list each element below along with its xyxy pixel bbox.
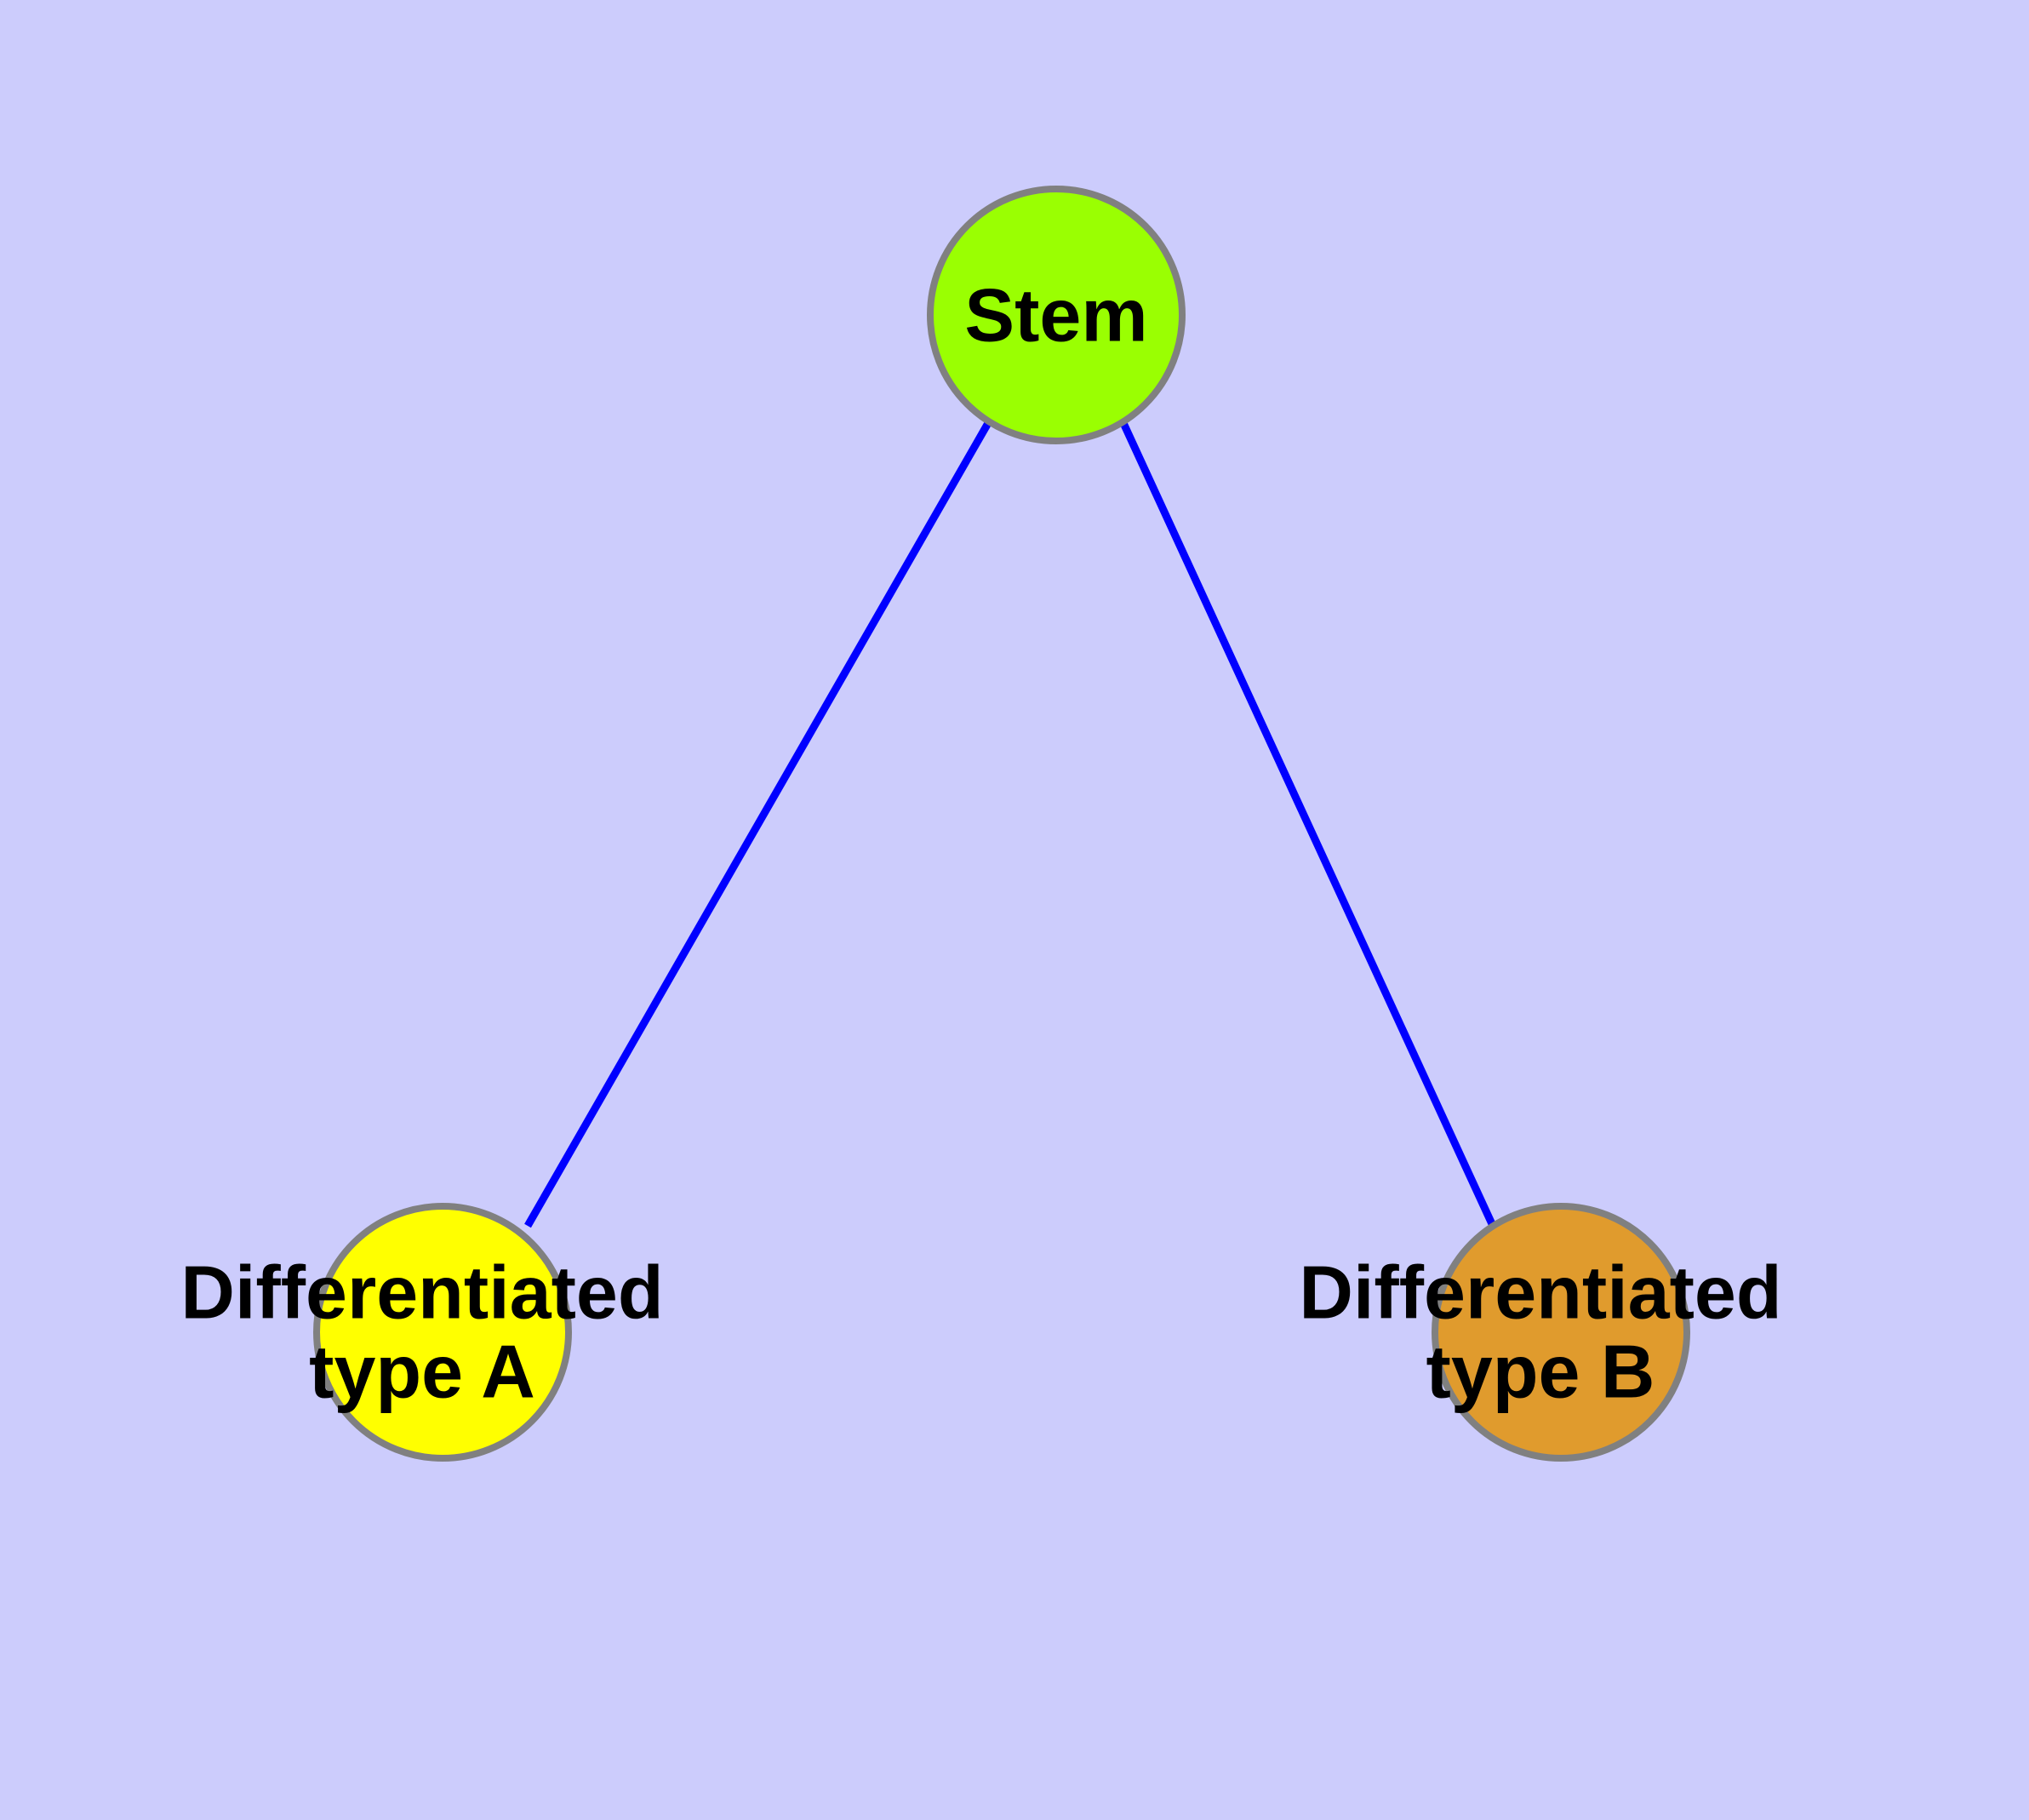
edge-stem-to-differentiated-type-b[interactable] — [1119, 421, 1497, 1228]
node-stem[interactable] — [927, 186, 1186, 444]
node-differentiated-type-a[interactable] — [313, 1203, 572, 1462]
node-differentiated-type-b[interactable] — [1432, 1203, 1690, 1462]
node-layer — [313, 186, 1690, 1462]
edge-stem-to-differentiated-type-a[interactable] — [524, 421, 992, 1228]
edge-layer — [524, 421, 1497, 1228]
